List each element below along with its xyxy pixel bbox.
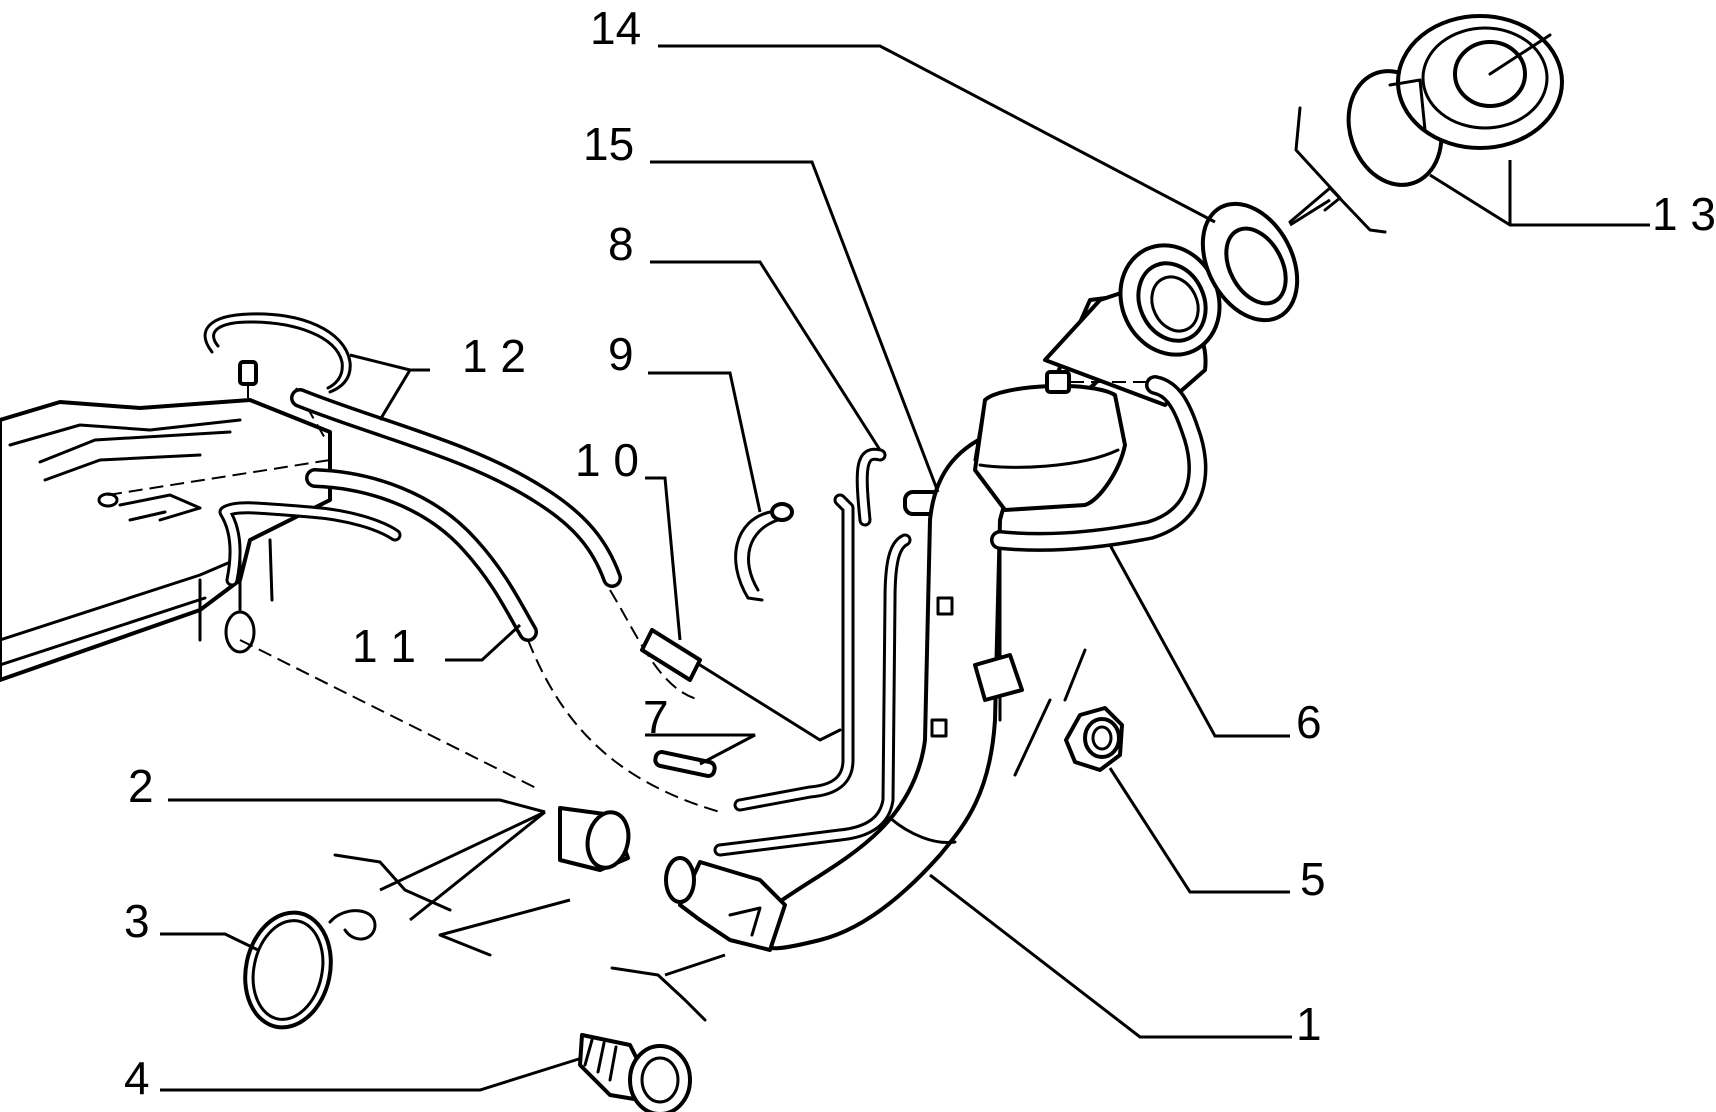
vent-hoses: [218, 388, 721, 813]
callout-7: 7: [643, 691, 669, 743]
callout-1: 1: [1296, 998, 1322, 1050]
filler-mouth: [1043, 243, 1222, 407]
callout-15: 15: [583, 118, 634, 170]
callout-11: 1 1: [352, 620, 416, 672]
callout-6: 6: [1296, 696, 1322, 748]
callout-8: 8: [608, 218, 634, 270]
callout-2: 2: [128, 760, 154, 812]
callout-labels: 14 15 8 9 1 0 1 2 1 1 7 2 3 4 5 6 1 1 3: [124, 2, 1716, 1104]
fuel-lines: [713, 447, 947, 857]
gasket-14: [1200, 201, 1300, 323]
callout-12: 1 2: [462, 330, 526, 382]
expansion-tank-6: [973, 370, 1208, 552]
nut-5: [1064, 706, 1124, 772]
vent-pipe-clip-12: [203, 312, 352, 441]
callout-3: 3: [124, 895, 150, 947]
fuel-cap-13: [1346, 14, 1564, 187]
assembly-marks: [333, 106, 1387, 1022]
callout-9: 9: [608, 328, 634, 380]
callout-4: 4: [124, 1052, 150, 1104]
callout-10: 1 0: [575, 434, 639, 486]
callout-5: 5: [1300, 853, 1326, 905]
bush-2: [558, 806, 631, 872]
leader-lines: [160, 44, 1650, 1092]
clamp-9: [734, 502, 794, 602]
callout-13: 1 3: [1652, 188, 1716, 240]
connector-7: [653, 750, 717, 778]
breather-tube-10: [640, 628, 842, 742]
bolt-4: [578, 1033, 692, 1112]
callout-14: 14: [590, 2, 641, 54]
hose-clamp-3: [243, 909, 377, 1030]
fuel-tank: [0, 398, 332, 682]
